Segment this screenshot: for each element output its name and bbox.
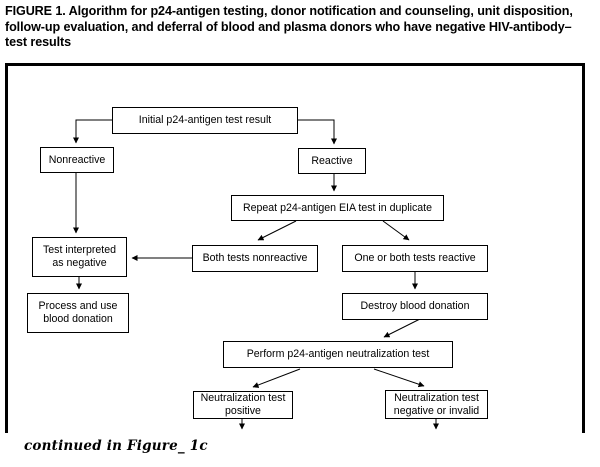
node-test-interpreted-negative: Test interpreted as negative bbox=[32, 237, 127, 277]
continuation-note: continued in Figure_ 1c bbox=[24, 438, 208, 454]
figure-title: FIGURE 1. Algorithm for p24-antigen test… bbox=[5, 4, 573, 49]
node-one-or-both-tests-reactive: One or both tests reactive bbox=[342, 245, 488, 272]
node-both-tests-nonreactive: Both tests nonreactive bbox=[192, 245, 318, 272]
node-process-and-use: Process and use blood donation bbox=[27, 293, 129, 333]
node-neutralization-negative-invalid: Neutralization test negative or invalid bbox=[385, 390, 488, 419]
node-nonreactive: Nonreactive bbox=[40, 147, 114, 173]
edge-perform-to-positive bbox=[252, 368, 301, 388]
edge-repeat-to-one-or-both bbox=[382, 220, 410, 241]
node-neutralization-positive: Neutralization test positive bbox=[193, 391, 293, 419]
flowchart-frame bbox=[5, 63, 585, 433]
edge-initial-to-nonreactive bbox=[73, 119, 112, 144]
edge-destroy-to-perform bbox=[383, 318, 421, 338]
node-destroy-donation: Destroy blood donation bbox=[342, 293, 488, 320]
node-perform-neutralization-test: Perform p24-antigen neutralization test bbox=[223, 341, 453, 368]
node-reactive: Reactive bbox=[298, 148, 366, 174]
edge-repeat-to-both-nonreactive bbox=[257, 220, 297, 241]
edge-perform-to-negative bbox=[373, 368, 425, 388]
node-repeat-eia-test: Repeat p24-antigen EIA test in duplicate bbox=[231, 195, 444, 221]
edge-initial-to-reactive bbox=[298, 119, 337, 145]
node-initial-test-result: Initial p24-antigen test result bbox=[112, 107, 298, 134]
